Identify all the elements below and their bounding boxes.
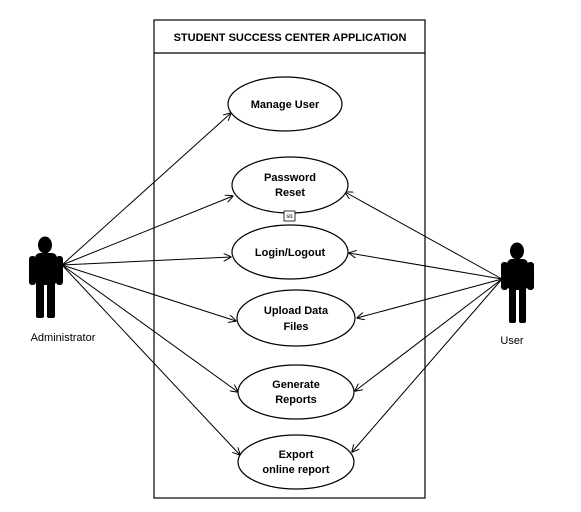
assoc-admin-login-logout — [61, 257, 231, 266]
system-title: STUDENT SUCCESS CENTER APPLICATION — [174, 32, 407, 44]
use-case-label-line2: Reset — [275, 187, 305, 199]
assoc-admin-export-report — [61, 264, 240, 455]
system-boundary: STUDENT SUCCESS CENTER APPLICATION — [153, 19, 426, 499]
use-case-label-line2: online report — [262, 464, 330, 476]
person-icon — [501, 242, 534, 323]
user-actor: User — [500, 242, 534, 347]
use-case-login-logout: Login/Logout — [231, 224, 349, 280]
user-label: User — [500, 335, 524, 347]
use-case-export-online-report: Export online report — [237, 434, 355, 490]
assoc-user-login-logout — [349, 253, 503, 280]
use-case-label-line1: Generate — [272, 379, 320, 391]
assoc-admin-upload-data — [61, 264, 236, 321]
use-case-label: Login/Logout — [255, 247, 326, 259]
assoc-user-password-reset — [345, 192, 503, 280]
assoc-user-generate-reports — [355, 278, 503, 391]
use-case-label-line2: Files — [283, 321, 308, 333]
assoc-admin-generate-reports — [61, 264, 238, 392]
use-case-generate-reports: Generate Reports — [237, 364, 355, 420]
use-case-password-reset: Password Reset — [231, 156, 349, 214]
use-case-manage-user: Manage User — [227, 76, 343, 132]
assoc-user-export-report — [352, 278, 503, 452]
small-marker-text: sn — [286, 212, 293, 220]
assoc-admin-manage-user — [61, 113, 231, 266]
use-case-upload-data-files: Upload Data Files — [236, 289, 356, 347]
administrator-actor: Administrator — [29, 236, 96, 344]
small-marker: sn — [283, 210, 296, 222]
administrator-label: Administrator — [31, 332, 96, 344]
use-case-label-line1: Export — [279, 449, 314, 461]
assoc-user-upload-data — [357, 278, 503, 318]
use-case-label-line2: Reports — [275, 394, 317, 406]
administrator-associations — [61, 113, 240, 455]
use-case-label-line1: Upload Data — [264, 305, 329, 317]
person-icon — [29, 236, 63, 318]
user-associations — [345, 192, 503, 452]
assoc-admin-password-reset — [61, 196, 233, 266]
use-case-label: Manage User — [251, 99, 320, 111]
use-case-label-line1: Password — [264, 172, 316, 184]
